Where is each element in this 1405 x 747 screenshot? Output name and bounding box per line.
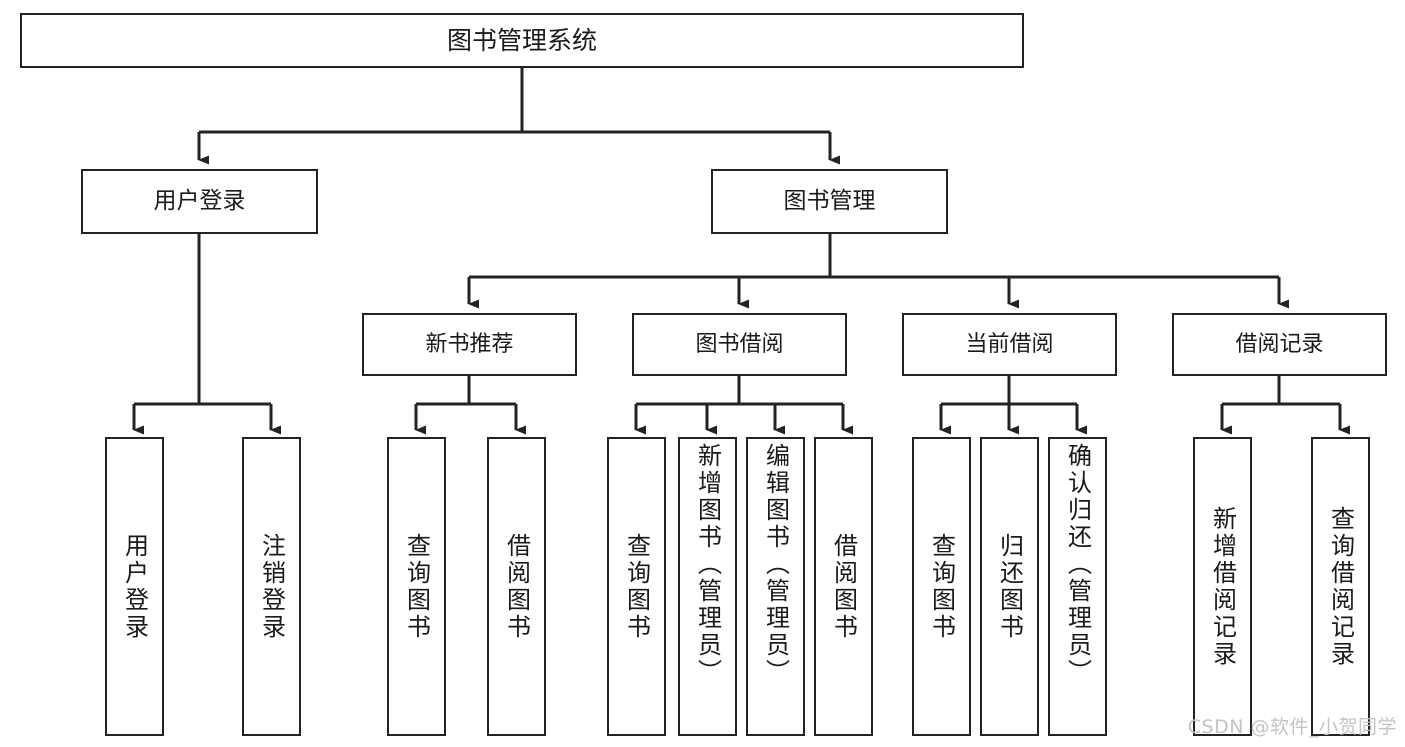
node-root[interactable]: 图书管理系统 <box>20 13 1024 68</box>
node-leaf-confirm-return[interactable]: 确认归还（管理员） <box>1048 437 1107 736</box>
node-leaf-query-book-2[interactable]: 查询图书 <box>607 437 666 736</box>
node-leaf-user-logout[interactable]: 注销登录 <box>242 437 301 736</box>
node-leaf-add-record[interactable]: 新增借阅记录 <box>1193 437 1252 736</box>
node-book-borrow-label: 图书借阅 <box>695 331 784 357</box>
node-leaf-borrow-book-2-label: 借阅图书 <box>829 532 858 641</box>
node-leaf-query-record[interactable]: 查询借阅记录 <box>1311 437 1370 736</box>
node-new-book-rec-label: 新书推荐 <box>425 331 514 357</box>
node-leaf-query-book-2-label: 查询图书 <box>622 532 651 641</box>
node-current-borrow[interactable]: 当前借阅 <box>902 313 1117 376</box>
node-book-borrow[interactable]: 图书借阅 <box>632 313 847 376</box>
node-leaf-borrow-book-1-label: 借阅图书 <box>502 532 531 641</box>
node-leaf-query-record-label: 查询借阅记录 <box>1326 505 1355 668</box>
node-leaf-user-login-label: 用户登录 <box>120 532 149 641</box>
node-current-borrow-label: 当前借阅 <box>965 331 1054 357</box>
node-book-manage-label: 图书管理 <box>783 187 876 214</box>
node-leaf-user-logout-label: 注销登录 <box>257 532 286 641</box>
node-user-login-label: 用户登录 <box>153 187 246 214</box>
node-leaf-return-book-label: 归还图书 <box>995 532 1024 641</box>
watermark: CSDN @软件_小贺同学 <box>1187 716 1397 738</box>
node-leaf-edit-book[interactable]: 编辑图书（管理员） <box>746 437 805 736</box>
node-leaf-add-book[interactable]: 新增图书（管理员） <box>678 437 737 736</box>
node-leaf-query-book-3[interactable]: 查询图书 <box>912 437 971 736</box>
node-leaf-borrow-book-2[interactable]: 借阅图书 <box>814 437 873 736</box>
node-borrow-record-label: 借阅记录 <box>1235 331 1324 357</box>
node-leaf-query-book-1[interactable]: 查询图书 <box>387 437 446 736</box>
node-leaf-edit-book-label: 编辑图书（管理员） <box>761 443 790 686</box>
node-root-label: 图书管理系统 <box>446 25 597 55</box>
node-leaf-add-book-label: 新增图书（管理员） <box>693 443 722 686</box>
node-book-manage[interactable]: 图书管理 <box>711 169 948 234</box>
node-leaf-borrow-book-1[interactable]: 借阅图书 <box>487 437 546 736</box>
node-new-book-rec[interactable]: 新书推荐 <box>362 313 577 376</box>
node-user-login[interactable]: 用户登录 <box>81 169 318 234</box>
node-leaf-query-book-1-label: 查询图书 <box>402 532 431 641</box>
node-leaf-confirm-return-label: 确认归还（管理员） <box>1063 443 1092 686</box>
node-leaf-query-book-3-label: 查询图书 <box>927 532 956 641</box>
node-leaf-add-record-label: 新增借阅记录 <box>1208 505 1237 668</box>
node-leaf-user-login[interactable]: 用户登录 <box>105 437 164 736</box>
node-leaf-return-book[interactable]: 归还图书 <box>980 437 1039 736</box>
node-borrow-record[interactable]: 借阅记录 <box>1172 313 1387 376</box>
